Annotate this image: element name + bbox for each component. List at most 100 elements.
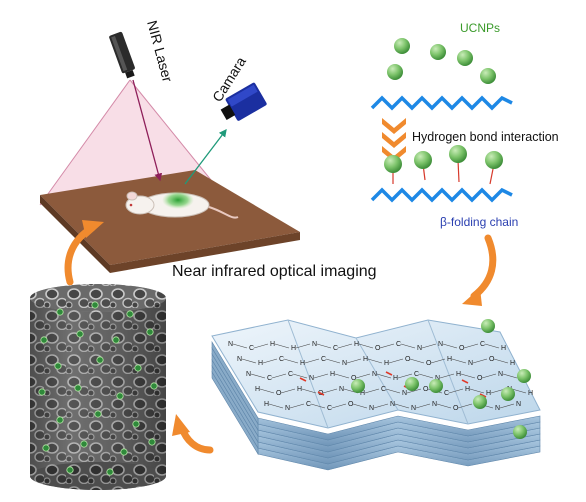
sheet-atom-label: O: [489, 356, 495, 363]
sheet-hbond-mark: [317, 391, 325, 396]
ucnps-label: UCNPs: [460, 21, 500, 35]
bound-ucnp-particles: [384, 145, 503, 185]
sheet-hbond-mark: [479, 393, 487, 398]
scaffold-ucnp-dot: [56, 416, 64, 424]
nir-laser-device-icon: [109, 31, 135, 79]
scaffold-ucnp-dot: [148, 438, 156, 446]
scaffold-ucnp-dot: [146, 328, 154, 336]
sheet-atom-label: N: [237, 356, 242, 363]
sheet-atom-label: C: [288, 371, 293, 378]
sheet-bond: [280, 388, 296, 394]
sheet-atom-label: H: [297, 386, 302, 393]
sheet-bond: [481, 373, 497, 379]
sheet-bond: [295, 343, 311, 349]
imaging-mat: [40, 170, 300, 273]
sheet-atom-label: N: [432, 401, 437, 408]
laser-beam: [132, 79, 163, 182]
sheet-atom-label: H: [330, 371, 335, 378]
sheet-bond: [241, 358, 257, 364]
sheet-atom-label: N: [372, 371, 377, 378]
sheet-atom-label: H: [255, 386, 260, 393]
sheet-bond: [373, 403, 389, 409]
scaffold-ucnp-dot: [106, 468, 114, 476]
sheet-bond: [262, 358, 278, 364]
sheet-atom-label: N: [411, 405, 416, 412]
bound-beta-chain: [370, 187, 513, 203]
sheet-atom-label: N: [498, 371, 503, 378]
sheet-atom-label: N: [339, 386, 344, 393]
sheet-atom-label: H: [501, 345, 506, 352]
sheet-bond: [394, 403, 410, 409]
sheet-bond: [334, 373, 350, 379]
sheet-atom-label: N: [417, 345, 422, 352]
sheet-bond: [388, 358, 404, 364]
sheet-atom-label: H: [384, 360, 389, 367]
sheet-bond: [421, 343, 437, 349]
free-beta-chain: [370, 95, 513, 111]
sheet-atom-label: N: [342, 360, 347, 367]
scaffold-ucnp-dot: [116, 392, 124, 400]
scaffold-ucnp-dot: [132, 420, 140, 428]
sheet-bond: [331, 403, 347, 409]
sheet-ucnp-particle: [517, 369, 531, 383]
sheet-ucnp-particle: [429, 379, 443, 393]
sheet-atom-label: O: [276, 390, 282, 397]
sheet-atom-label: C: [333, 345, 338, 352]
sheet-atom-label: N: [402, 390, 407, 397]
scaffold-ucnp-dot: [120, 448, 128, 456]
sheet-atom-label: C: [396, 341, 401, 348]
sheet-bond: [460, 373, 476, 379]
sheet-bond: [325, 358, 341, 364]
mouse-icon: [125, 191, 239, 219]
sheet-bond: [511, 388, 527, 394]
sheet-bond: [409, 358, 425, 364]
sheet-atom-label: H: [258, 360, 263, 367]
sheet-bond: [472, 358, 488, 364]
sheet-bond: [502, 373, 518, 379]
sheet-atom-label: O: [405, 356, 411, 363]
sheet-atom-label: C: [267, 375, 272, 382]
scaffold-ucnp-dot: [76, 330, 84, 338]
beta-sheet-scaffold: NCHHNCHOCNNOCHNHCHCNHHOOHNOHNCCNHONHCNHO…: [211, 319, 541, 471]
sheet-bond: [457, 403, 473, 409]
sheet-bond: [352, 403, 368, 409]
sheet-atom-label: N: [285, 405, 290, 412]
sheet-atom-label: H: [300, 360, 305, 367]
hbond-label: Hydrogen bond interaction: [412, 130, 559, 144]
sheet-hbond-mark: [461, 379, 469, 384]
sheet-bond: [358, 343, 374, 349]
sheet-ucnp-particle: [481, 319, 495, 333]
sheet-bond: [406, 388, 422, 394]
sheet-bond: [322, 388, 338, 394]
camera-emission: [184, 128, 227, 185]
nir-laser-label: NIR Laser: [144, 19, 176, 84]
sheet-bond: [367, 358, 383, 364]
sheet-bond: [301, 388, 317, 394]
sheet-ucnp-particle: [513, 425, 527, 439]
sheet-layer-side: [211, 340, 259, 426]
sheet-atom-label: N: [309, 375, 314, 382]
sheet-atom-label: C: [444, 390, 449, 397]
sheet-bond: [304, 358, 320, 364]
sheet-atom-label: C: [249, 345, 254, 352]
sheet-atom-label: N: [438, 341, 443, 348]
sheet-ucnp-particle: [405, 377, 419, 391]
sheet-atom-label: N: [228, 341, 233, 348]
sheet-atom-label: H: [393, 375, 398, 382]
sheet-bond: [355, 373, 371, 379]
sheet-bond: [376, 373, 392, 379]
scaffold-ucnp-dot: [112, 336, 120, 344]
sheet-atom-label: O: [348, 401, 354, 408]
sheet-atom-label: N: [246, 371, 251, 378]
sheet-bond: [499, 403, 515, 409]
sheet-atom-label: H: [264, 401, 269, 408]
sheet-bond: [259, 388, 275, 394]
sheet-atom-label: O: [423, 386, 429, 393]
sheet-atom-label: N: [516, 401, 521, 408]
sheet-hbond-mark: [299, 377, 307, 382]
sheet-atom-label: O: [426, 360, 432, 367]
sheet-atom-label: C: [321, 356, 326, 363]
sheet-atom-label: O: [477, 375, 483, 382]
sheet-atom-label: N: [468, 360, 473, 367]
